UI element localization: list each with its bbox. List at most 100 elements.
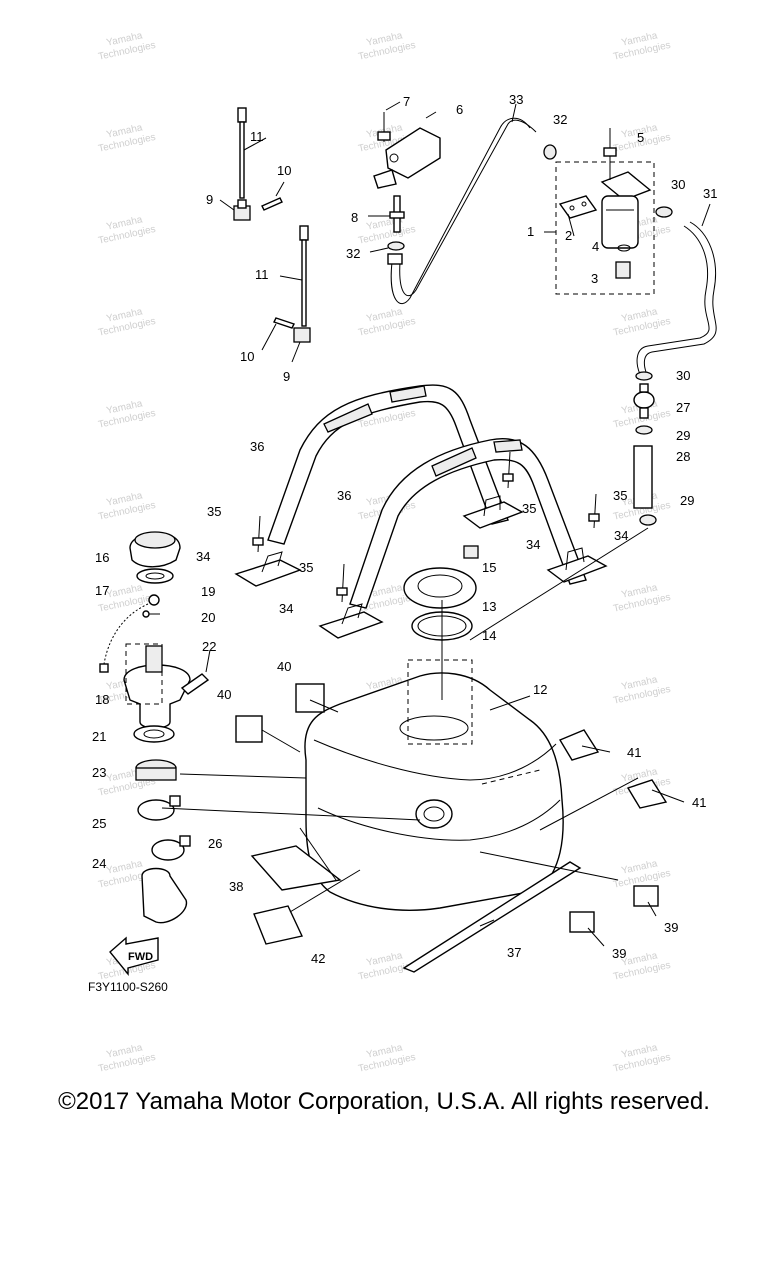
callout-39a: 39: [612, 946, 626, 961]
watermark: YamahaTechnologies: [95, 396, 157, 431]
callout-35b: 35: [299, 560, 313, 575]
strap-bracket-b: [318, 603, 384, 639]
strap-bracket-c: [462, 495, 524, 529]
pad-39b: [633, 885, 659, 907]
pad-38: [250, 845, 342, 891]
callout-34d: 34: [614, 528, 628, 543]
callout-34b: 34: [279, 601, 293, 616]
callout-32a: 32: [553, 112, 567, 127]
fuel-hose: [636, 203, 717, 375]
hose-28: [633, 445, 653, 509]
filler-neck: [123, 643, 191, 729]
tank-strap-front: [349, 438, 587, 609]
callout-34a: 34: [196, 549, 210, 564]
callout-20: 20: [201, 610, 215, 625]
callout-40a: 40: [217, 687, 231, 702]
callout-10b: 10: [240, 349, 254, 364]
callout-17: 17: [95, 583, 109, 598]
callout-37: 37: [507, 945, 521, 960]
rivet-upper: [261, 181, 285, 211]
pad-37: [402, 861, 582, 973]
callout-15: 15: [482, 560, 496, 575]
pad-40a: [235, 715, 263, 743]
hose-clamp-30b: [635, 371, 653, 381]
leader-lines: [161, 527, 685, 947]
fuel-gauge-ring: [403, 567, 477, 609]
copyright-notice: ©2017 Yamaha Motor Corporation, U.S.A. A…: [58, 1088, 710, 1115]
callout-32b: 32: [346, 246, 360, 261]
bolts-35: [252, 451, 600, 603]
callout-19: 19: [201, 584, 215, 599]
callout-35c: 35: [522, 501, 536, 516]
callout-10a: 10: [277, 163, 291, 178]
callout-40b: 40: [277, 659, 291, 674]
filter-bolt: [603, 128, 617, 180]
watermark: YamahaTechnologies: [355, 1040, 417, 1075]
callout-35d: 35: [613, 488, 627, 503]
callout-8: 8: [351, 210, 358, 225]
callout-23: 23: [92, 765, 106, 780]
callout-34c: 34: [526, 537, 540, 552]
callout-18: 18: [95, 692, 109, 707]
cable-tie-lower: [279, 225, 309, 327]
vent-bolt: [377, 101, 401, 142]
filler-cap: [129, 531, 181, 568]
watermark: YamahaTechnologies: [610, 1040, 672, 1075]
clip-upper: [219, 199, 251, 221]
watermark: YamahaTechnologies: [355, 28, 417, 63]
pad-41a: [558, 729, 600, 761]
hose-clamp-25: [137, 795, 181, 821]
callout-11b: 11: [255, 267, 269, 282]
callout-12: 12: [533, 682, 547, 697]
callout-30b: 30: [676, 368, 690, 383]
watermark: YamahaTechnologies: [355, 304, 417, 339]
watermark: YamahaTechnologies: [95, 212, 157, 247]
callout-4: 4: [592, 239, 599, 254]
hose-clamp-30a: [655, 206, 673, 218]
watermark: YamahaTechnologies: [95, 120, 157, 155]
pad-41b: [626, 779, 668, 809]
callout-9a: 9: [206, 192, 213, 207]
callout-29a: 29: [676, 428, 690, 443]
callout-9b: 9: [283, 369, 290, 384]
callout-33: 33: [509, 92, 523, 107]
hose-clamp-32b: [543, 144, 557, 160]
strap-bracket-d: [546, 547, 608, 583]
neck-gasket: [133, 725, 175, 743]
cable-tie-upper: [237, 107, 267, 199]
callout-21: 21: [92, 729, 106, 744]
watermark: YamahaTechnologies: [95, 488, 157, 523]
callout-28: 28: [676, 449, 690, 464]
callout-35a: 35: [207, 504, 221, 519]
cap-gasket: [136, 568, 174, 584]
callout-2: 2: [565, 228, 572, 243]
hose-clamp-29b: [639, 514, 657, 526]
callout-labels: 1 2 3 4 5 6 7 8 9 9 10 10 11 11 12 13 14…: [92, 92, 717, 966]
filler-hose-24: [141, 867, 188, 924]
callout-22: 22: [202, 639, 216, 654]
callout-29b: 29: [680, 493, 694, 508]
rivet-lower: [261, 317, 295, 351]
watermark: YamahaTechnologies: [610, 304, 672, 339]
pad-39a: [569, 911, 595, 933]
tank-strap-rear: [267, 384, 509, 545]
callout-26: 26: [208, 836, 222, 851]
screw-20: [142, 610, 160, 618]
cap-tether: [99, 594, 160, 673]
callout-36b: 36: [337, 488, 351, 503]
callout-31: 31: [703, 186, 717, 201]
check-valve: [368, 195, 405, 233]
callout-42: 42: [311, 951, 325, 966]
callout-14: 14: [482, 628, 496, 643]
callout-24: 24: [92, 856, 106, 871]
watermark: YamahaTechnologies: [610, 28, 672, 63]
pad-42: [253, 905, 304, 945]
hose-clamp-29a: [635, 425, 653, 435]
watermark: YamahaTechnologies: [610, 580, 672, 615]
plug-15: [463, 545, 479, 559]
fwd-arrow-icon: FWD: [109, 936, 159, 976]
vent-bracket: [373, 111, 441, 189]
callout-30a: 30: [671, 177, 685, 192]
callout-3: 3: [591, 271, 598, 286]
